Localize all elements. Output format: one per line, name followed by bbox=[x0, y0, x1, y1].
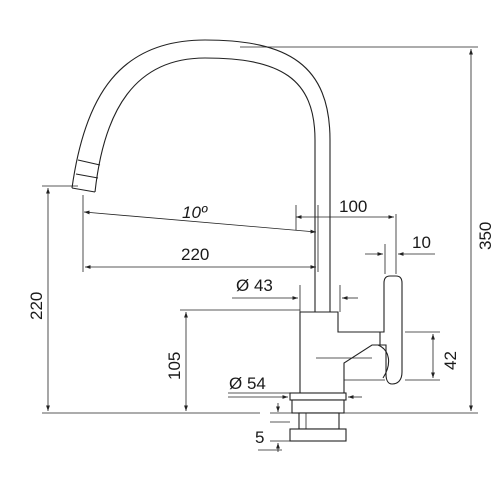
dim-line-angle bbox=[83, 210, 317, 234]
spout-outer-curve bbox=[71, 39, 331, 312]
label-spout-offset: 100 bbox=[339, 197, 367, 216]
label-base-thickness: 5 bbox=[255, 428, 264, 447]
extension-lines bbox=[42, 46, 478, 442]
dimension-lines bbox=[46, 49, 473, 452]
label-angle: 10º bbox=[182, 203, 208, 222]
shank bbox=[298, 412, 340, 430]
base-flange bbox=[289, 392, 347, 401]
faucet-body bbox=[299, 311, 386, 394]
spout-aerator bbox=[75, 159, 101, 179]
dimension-labels: 10º 220 100 10 Ø 43 Ø 54 5 350 220 105 4… bbox=[27, 197, 495, 447]
lever-curve bbox=[377, 344, 390, 379]
label-handle-drop: 42 bbox=[441, 351, 460, 370]
label-outlet-height: 220 bbox=[27, 292, 46, 320]
shank-nut bbox=[289, 428, 347, 442]
label-lever-width: 10 bbox=[412, 233, 431, 252]
base-ring bbox=[291, 399, 345, 414]
spout-inner-curve bbox=[94, 57, 316, 312]
label-reach: 220 bbox=[181, 245, 209, 264]
lever-handle bbox=[379, 275, 403, 385]
spout-tip bbox=[71, 187, 96, 193]
label-base-diameter: Ø 54 bbox=[229, 374, 266, 393]
faucet-outline bbox=[71, 39, 403, 442]
label-body-diameter: Ø 43 bbox=[236, 276, 273, 295]
label-total-height: 350 bbox=[476, 222, 495, 250]
label-lever-height: 105 bbox=[165, 352, 184, 380]
